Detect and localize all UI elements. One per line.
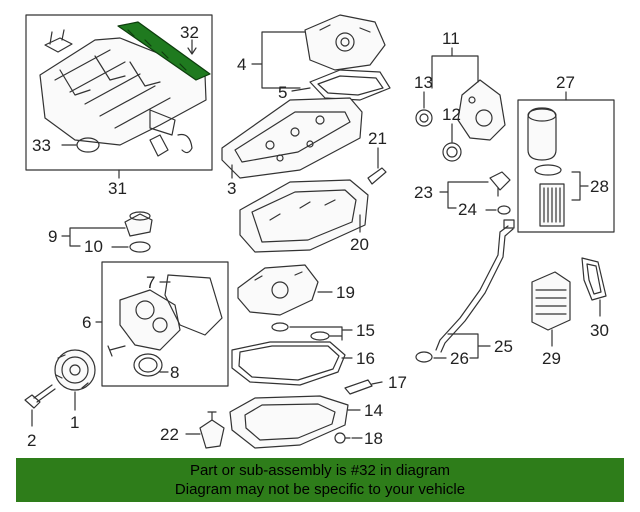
leader-25-bracket [447, 333, 491, 359]
leader-9-bracket [61, 227, 129, 248]
leader-15-bracket [289, 326, 353, 341]
bolt-in-box-6[interactable] [107, 345, 126, 357]
filler-cap-part-9[interactable] [124, 211, 153, 237]
leader-5 [291, 87, 311, 92]
callout-17: 17 [388, 373, 407, 392]
callout-7: 7 [146, 273, 155, 292]
seal-part-10[interactable] [129, 241, 151, 253]
notice-banner: Part or sub-assembly is #32 in diagram D… [16, 458, 624, 502]
lower-oil-pan-part-14[interactable] [229, 395, 349, 449]
callout-28: 28 [590, 177, 609, 196]
bolt-part-2[interactable] [24, 384, 56, 409]
plug-part-17[interactable] [344, 379, 373, 395]
leader-32 [187, 39, 197, 55]
callout-21: 21 [368, 129, 387, 148]
callout-26: 26 [450, 349, 469, 368]
callout-29: 29 [542, 349, 561, 368]
callout-27: 27 [556, 73, 575, 92]
callout-22: 22 [160, 425, 179, 444]
callout-1: 1 [70, 413, 79, 432]
callout-labels: 1 2 3 4 5 6 7 8 9 10 11 12 13 14 15 16 1… [27, 23, 609, 450]
valve-cover-part-3[interactable] [221, 97, 363, 179]
gasket-part-5[interactable] [309, 69, 391, 101]
oil-cooler-part-29[interactable] [531, 271, 571, 331]
filter-element-part-28[interactable] [539, 183, 565, 227]
parts-diagram: 1 2 3 4 5 6 7 8 9 10 11 12 13 14 15 16 1… [24, 14, 615, 450]
gasket-part-7[interactable] [164, 274, 223, 336]
washer-part-24[interactable] [497, 205, 511, 215]
o-ring-in-box-27[interactable] [534, 164, 562, 176]
callout-12: 12 [442, 105, 461, 124]
callout-18: 18 [364, 429, 383, 448]
sensor-part-22[interactable] [199, 411, 225, 449]
callout-23: 23 [414, 183, 433, 202]
callout-19: 19 [336, 283, 355, 302]
drain-plug-part-18[interactable] [334, 432, 351, 444]
callout-15: 15 [356, 321, 375, 340]
callout-10: 10 [84, 237, 103, 256]
callout-11: 11 [442, 29, 460, 48]
callout-31: 31 [108, 179, 127, 198]
intake-manifold-part[interactable] [39, 29, 207, 157]
leader-28-bracket [571, 171, 589, 201]
callout-24: 24 [458, 200, 477, 219]
seal-part-12[interactable] [442, 142, 462, 162]
leader-11-bracket [431, 47, 479, 89]
callout-2: 2 [27, 431, 36, 450]
callout-9: 9 [48, 227, 57, 246]
callout-30: 30 [590, 321, 609, 340]
timing-cover-part-6[interactable] [119, 289, 181, 351]
upper-oil-pan-part-20[interactable] [239, 179, 369, 253]
callout-20: 20 [350, 235, 369, 254]
o-ring-33[interactable] [76, 137, 100, 153]
callout-8: 8 [170, 363, 179, 382]
o-ring-part-26[interactable] [415, 351, 433, 363]
callout-25: 25 [494, 337, 513, 356]
leader-4-bracket [251, 31, 306, 89]
highlighted-part-32[interactable] [117, 21, 211, 81]
callout-32: 32 [180, 23, 199, 42]
seal-part-8[interactable] [133, 353, 163, 377]
callout-5: 5 [278, 83, 287, 102]
callout-16: 16 [356, 349, 375, 368]
leader-17 [371, 381, 383, 385]
timing-cover-box [101, 261, 229, 387]
leader-23-bracket [439, 181, 497, 211]
dipstick-tube-part-25[interactable] [435, 219, 515, 353]
crank-pulley-part-1[interactable] [54, 349, 96, 391]
oil-pump-part-19[interactable] [237, 264, 319, 316]
gasket-part-30[interactable] [581, 257, 607, 301]
callout-13: 13 [414, 73, 433, 92]
filter-housing-part[interactable] [527, 107, 557, 161]
pan-gasket-part-16[interactable] [231, 341, 346, 386]
callout-14: 14 [364, 401, 383, 420]
plug-part-13[interactable] [415, 109, 433, 127]
callout-3: 3 [227, 179, 236, 198]
callout-6: 6 [82, 313, 91, 332]
sensor-part-23[interactable] [489, 171, 511, 197]
banner-line-1: Part or sub-assembly is #32 in diagram [189, 462, 451, 479]
camshaft-cover-part-4[interactable] [304, 14, 386, 71]
o-rings-part-15[interactable] [271, 322, 330, 341]
banner-line-2: Diagram may not be specific to your vehi… [174, 481, 466, 498]
callout-4: 4 [237, 55, 246, 74]
sensor-part-21[interactable] [367, 167, 387, 185]
callout-33: 33 [32, 136, 51, 155]
front-cover-part-11[interactable] [457, 79, 506, 141]
